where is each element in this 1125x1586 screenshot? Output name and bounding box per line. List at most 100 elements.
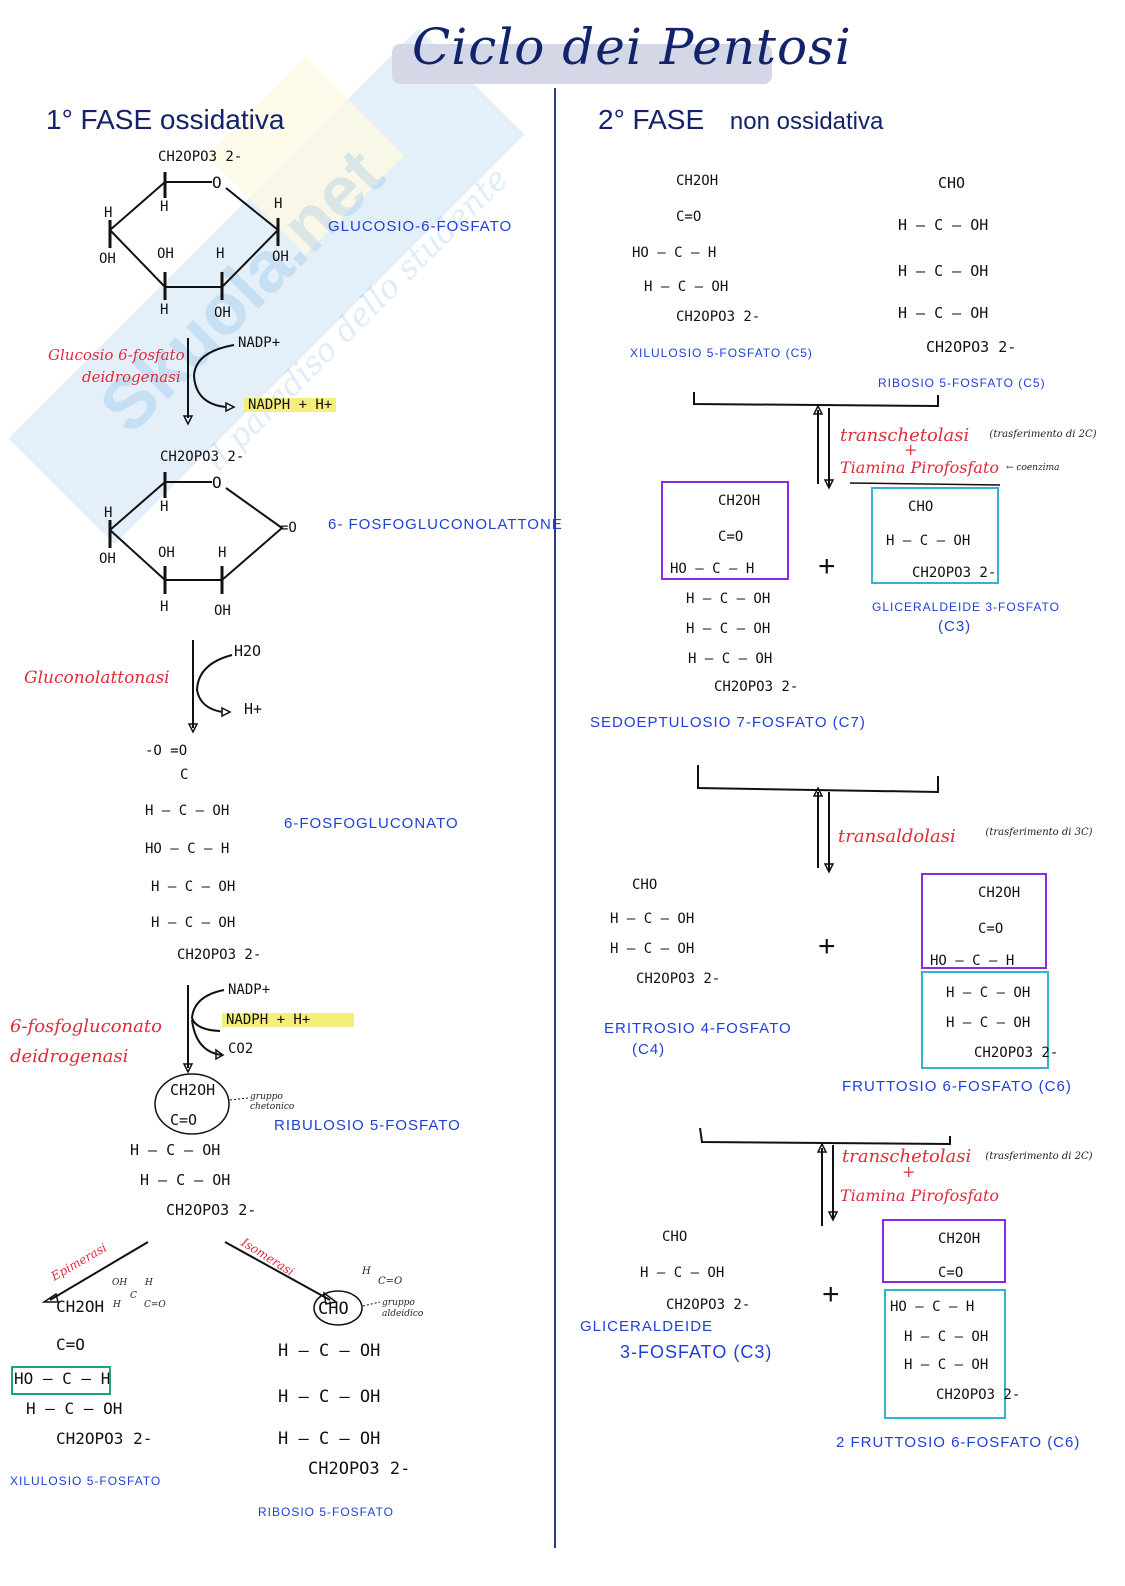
fructose-row: H – C – OH [946,985,1031,1001]
ribulose-row: CH2OPO3 2- [166,1201,257,1219]
gluconate-row: H – C – OH [145,803,230,819]
fructose-name: FRUTTOSIO 6-FOSFATO (C6) [842,1078,1072,1095]
glucose6p-name: GLUCOSIO-6-FOSFATO [328,218,513,235]
reaction3-plus: + [902,1162,916,1181]
reaction1-note: (trasferimento di 2C) [989,429,1097,440]
ribose-chain: CHO H – C – OH H – C – OH H – C – OH CH2… [278,1294,410,1484]
p2-xylulose-row: CH2OH [676,173,719,189]
g3p-row: CH2OPO3 2- [912,565,997,581]
fructose2-row: H – C – OH [904,1357,989,1373]
erythrose-chain: CHO H – C – OH H – C – OH CH2OPO3 2- [610,870,720,994]
epimerase-label: Epimerasi [48,1240,110,1284]
lactone-carbonyl: =O [280,520,297,536]
fructose2-name: 2 FRUTTOSIO 6-FOSFATO (C6) [836,1434,1081,1451]
reaction1-products-plus: + [818,550,836,583]
step3-enzyme-line1: 6-fosfogluconato [10,1016,162,1037]
phase2-heading-subtitle: non ossidativa [729,108,884,135]
glucose6p-c4-bottom: OH [99,251,116,267]
fructose2-row: C=O [938,1265,964,1281]
lactone-ring [108,472,284,594]
reaction2-enzyme: transaldolasi [838,826,956,847]
p2-ribose-chain: CHO H – C – OH H – C – OH H – C – OH CH2… [898,168,1016,362]
ribose-inset-co: C=O [378,1276,403,1287]
fructose2-row: HO – C – H [890,1299,975,1315]
phase2-heading: 2° FASE non ossidativa [598,104,883,136]
fructose-row: H – C – OH [946,1015,1031,1031]
p2-ribose-row: H – C – OH [898,304,989,322]
erythrose-row: CHO [632,877,658,893]
step1-arrow [182,338,236,426]
xylulose-row: H – C – OH [26,1399,123,1418]
glucose6p-ring-oxygen: O [212,173,222,192]
step3-enzyme-line2: deidrogenasi [10,1046,129,1067]
g3p2-row: H – C – OH [640,1265,725,1281]
sedoheptulose-row: HO – C – H [670,561,755,577]
lactone-c4-bottom: OH [99,551,116,567]
g3p2-chain: CHO H – C – OH CH2OPO3 2- [640,1222,750,1320]
ribose-inset-h: H [362,1266,371,1277]
reaction1-arrows [693,392,1001,490]
ribose-name: RIBOSIO 5-FOSFATO [258,1505,394,1519]
glucose6p-c5-sub: H [160,199,169,215]
ketone-group-circle [154,1073,249,1135]
ribulose-chain: CH2OH C=O H – C – OH H – C – OH CH2OPO3 … [130,1075,256,1225]
lactone-ring-oxygen: O [212,473,222,492]
step1-enzyme-line2: deidrogenasi [82,368,181,386]
glucose6p-c3-top: OH [157,246,174,262]
fructose-row: C=O [978,921,1004,937]
p2-xylulose-row: HO – C – H [632,245,717,261]
g3p2-row: CH2OPO3 2- [666,1297,751,1313]
sedoheptulose-name: SEDOEPTULOSIO 7-FOSFATO (C7) [590,714,866,731]
p2-ribose-row: H – C – OH [898,216,989,234]
step3-product-nadph: NADPH + H+ [222,1013,354,1027]
lactone-c3-bottom: H [160,599,169,615]
step1-product-nadph: NADPH + H+ [244,398,337,412]
g3p-chain: CHO H – C – OH CH2OPO3 2- [886,492,996,588]
p2-ribose-row: CH2OPO3 2- [926,338,1017,356]
gluconate-row: CH2OPO3 2- [177,947,262,963]
glucose6p-c1-top: H [274,196,283,212]
gluconate-row: H – C – OH [151,915,236,931]
erythrose-row: H – C – OH [610,941,695,957]
sedoheptulose-row: H – C – OH [686,621,771,637]
ribulose-row: H – C – OH [130,1141,221,1159]
step1-cofactor-in: NADP+ [238,335,281,351]
glucose6p-top-group: CH2OPO3 2- [158,149,243,165]
xylulose-row: C=O [56,1335,85,1354]
lactone-top-group: CH2OPO3 2- [160,449,245,465]
ribose-annotation: gruppo aldeidico [382,1298,424,1319]
fructose-chain: CH2OH C=O HO – C – H H – C – OH H – C – … [930,878,1058,1068]
p2-ribose-row: H – C – OH [898,262,989,280]
fructose-row: HO – C – H [930,953,1015,969]
step2-arrow [187,640,233,734]
g3p-cyan-box [871,487,999,584]
glucose6p-c2-top: H [216,246,225,262]
g3p-row: H – C – OH [886,533,971,549]
lactone-c2-bottom: OH [214,603,231,619]
p2-xylulose-chain: CH2OH C=O HO – C – H H – C – OH CH2OPO3 … [632,166,760,332]
fructose2-row: CH2OH [938,1231,981,1247]
sedoheptulose-row: H – C – OH [686,591,771,607]
p2-xylulose-name: XILULOSIO 5-FOSFATO (C5) [630,346,813,360]
xylulose-inset-c: C [130,1291,137,1301]
gluconate-row: HO – C – H [145,841,230,857]
fructose2-boxes [882,1219,1006,1419]
watermark-brand: Skuola.net [85,133,400,449]
reaction1-cofactor-note: ← coenzima [1006,463,1060,473]
fructose2-row: CH2OPO3 2- [936,1387,1021,1403]
aldehyde-group-circle [313,1290,381,1326]
step2-proton-out: H+ [244,700,263,718]
ribose-row: H – C – OH [278,1387,381,1407]
reaction1-enzyme: transchetolasi [840,425,970,446]
glucose6p-c3-bottom: H [160,302,169,318]
fructose2-chain: CH2OH C=O HO – C – H H – C – OH H – C – … [890,1224,1020,1410]
ribulose-row: H – C – OH [140,1171,231,1189]
reaction3-enzyme: transchetolasi [842,1146,972,1167]
xylulose-row: CH2OPO3 2- [56,1429,153,1448]
p2-ribose-name: RIBOSIO 5-FOSFATO (C5) [878,376,1046,390]
g3p2-name-line1: GLICERALDEIDE [580,1318,714,1335]
gluconate-name: 6-FOSFOGLUCONATO [284,815,459,832]
gluconate-chain: H – C – OH HO – C – H H – C – OH H – C –… [145,796,261,970]
fructose-row: CH2OPO3 2- [974,1045,1059,1061]
g3p2-name-line2: 3-FOSFATO (C3) [620,1342,773,1362]
